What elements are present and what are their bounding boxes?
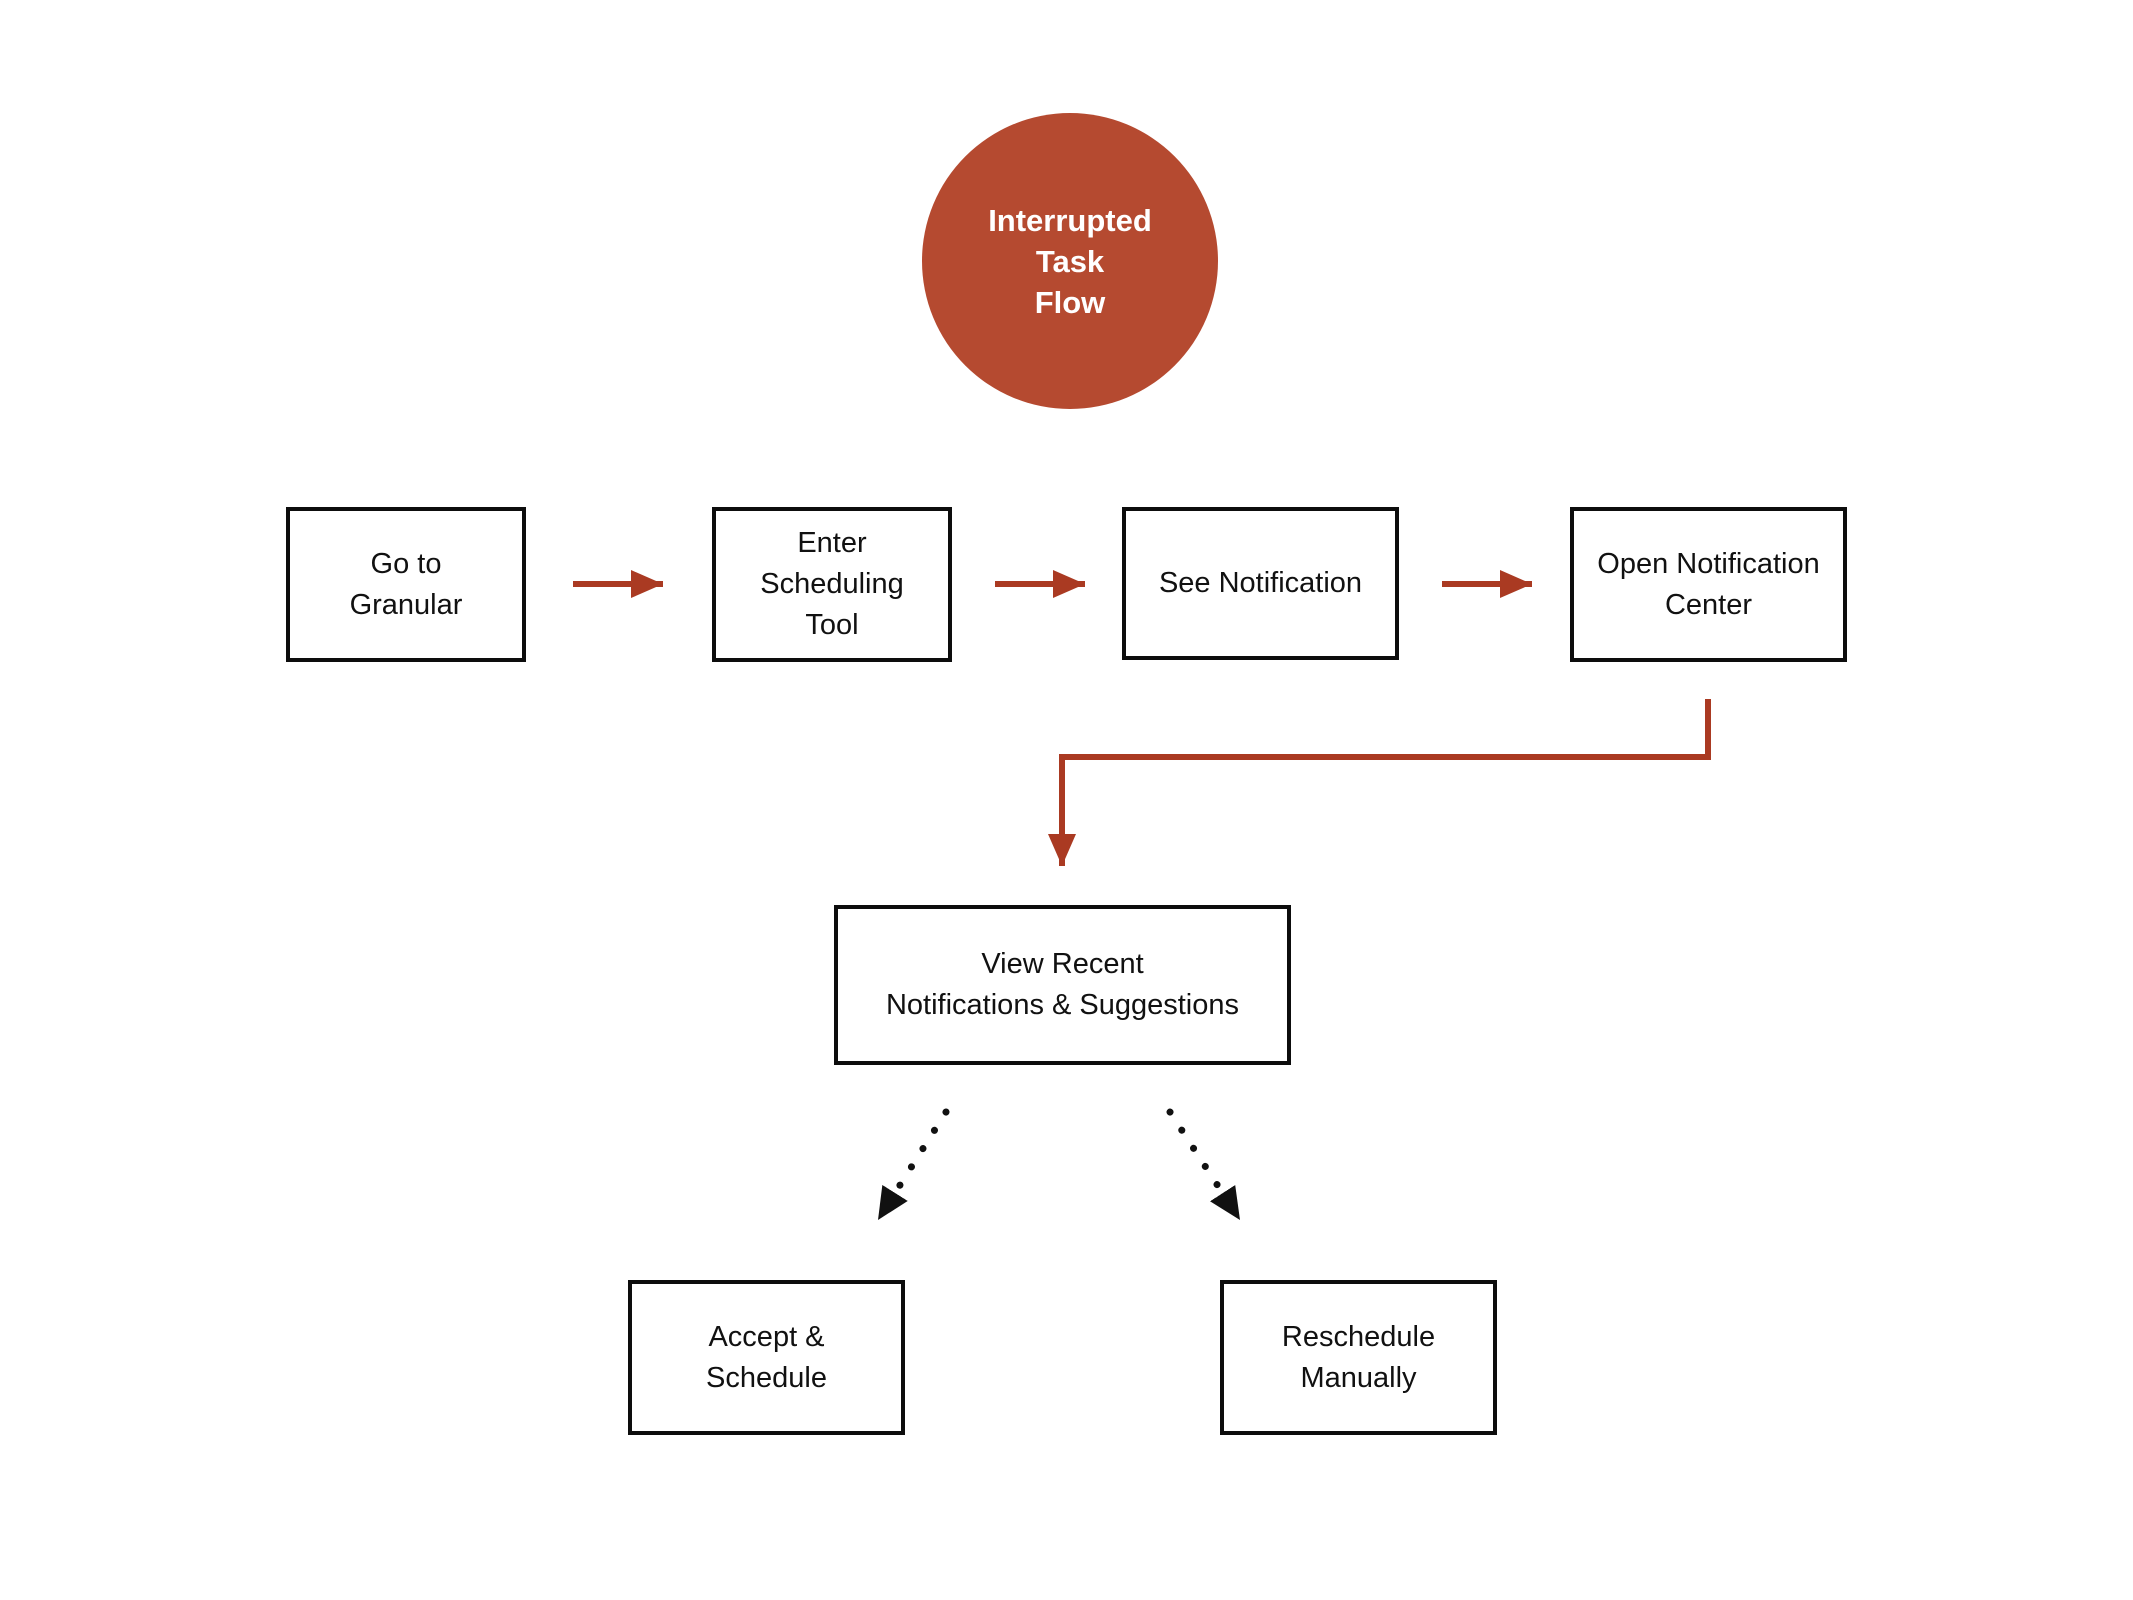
node-label-line: Enter xyxy=(797,527,867,559)
dotted-arrow-to-reschedule-manually xyxy=(1166,1108,1244,1224)
node-view-recent-notifications: View Recent Notifications & Suggestions xyxy=(834,905,1291,1065)
node-enter-scheduling-tool: Enter Scheduling Tool xyxy=(712,507,952,662)
start-node-label-line: Interrupted xyxy=(988,202,1152,238)
node-see-notification: See Notification xyxy=(1122,507,1399,660)
node-label-line: View Recent xyxy=(981,948,1144,980)
node-label-line: See Notification xyxy=(1158,567,1363,599)
node-label-line: Notifications & Suggestions xyxy=(885,989,1240,1021)
node-label-line: Tool xyxy=(805,609,859,641)
node-label-line: Go to xyxy=(370,547,442,580)
node-label-line: Schedule xyxy=(706,1361,827,1394)
node-label-line: Reschedule xyxy=(1281,1320,1436,1353)
dotted-arrow-to-accept-schedule xyxy=(874,1108,950,1224)
node-label-line: Scheduling xyxy=(760,568,904,600)
node-accept-schedule: Accept & Schedule xyxy=(628,1280,905,1435)
node-reschedule-manually: Reschedule Manually xyxy=(1220,1280,1497,1435)
start-node-label-line: Task xyxy=(1035,243,1105,279)
node-label-line: Accept & xyxy=(708,1320,825,1353)
node-label-line: Granular xyxy=(349,588,463,621)
node-go-to-granular: Go to Granular xyxy=(286,507,526,662)
node-label-line: Open Notification xyxy=(1597,547,1820,580)
node-label-line: Center xyxy=(1664,588,1753,621)
node-label-line: Manually xyxy=(1300,1361,1417,1394)
node-open-notification-center: Open Notification Center xyxy=(1570,507,1847,662)
elbow-arrow-center-to-view-recent xyxy=(1048,699,1711,866)
start-node-label-line: Flow xyxy=(1034,284,1106,320)
node-interrupted-task-flow: Interrupted Task Flow xyxy=(922,113,1218,409)
